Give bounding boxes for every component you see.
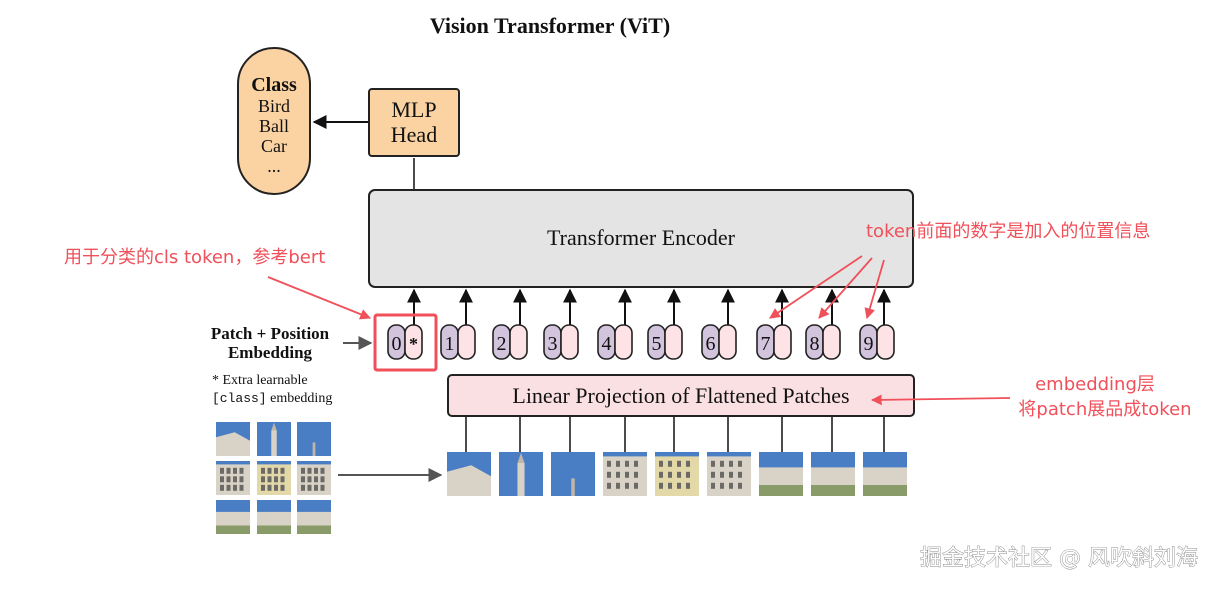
token-position-number: 9 [864,333,874,355]
annotation-position: token前面的数字是加入的位置信息 [866,221,1150,242]
grid-patch-2 [257,422,291,456]
image-patch-8 [811,452,855,496]
grid-patch-5 [257,461,291,495]
mlp-head-line1: MLP [391,97,436,122]
class-item-ball: Ball [259,116,289,136]
grid-patch-8 [257,500,291,534]
transformer-encoder-label: Transformer Encoder [547,225,736,250]
token-position-number: 7 [761,333,771,355]
image-patch-3 [551,452,595,496]
token-4: 4 [597,324,633,360]
token-7: 7 [756,324,792,360]
patch-embedding-cell [876,324,895,360]
watermark: 掘金技术社区 @ 风吹斜刘海 [920,546,1198,571]
image-patch-4 [603,452,647,496]
token-1: 1 [440,324,476,360]
annotation-embedding-arrow [870,394,1011,406]
patch-embedding-cell [822,324,841,360]
token-position-number: 4 [602,333,612,355]
embedding-label-line2: Embedding [228,343,313,362]
token-9: 9 [859,324,895,360]
token-position-number: 1 [445,333,455,355]
grid-patch-7 [216,500,250,534]
image-patch-9 [863,452,907,496]
embedding-label-line1: Patch + Position [211,324,330,343]
token-position-number: 6 [706,333,716,355]
annotation-position-arrow-7 [769,255,863,319]
extra-note-line2: [class] embedding [212,391,332,406]
token-position-number: 0 [392,333,402,355]
token-2: 2 [492,324,528,360]
grid-patch-4 [216,461,250,495]
class-item-car: Car [261,136,287,156]
patch-embedding-cell [664,324,683,360]
grid-patch-9 [297,500,331,534]
grid-patch-3 [297,422,331,456]
mlp-head-box: MLP Head [368,88,460,157]
class-item-ellipsis: ... [267,156,281,176]
annotation-embedding-line1: embedding层 [1035,374,1155,395]
annotation-cls-token: 用于分类的cls token，参考bert [64,247,325,268]
patch-embedding-cell [773,324,792,360]
cls-token-highlight [373,313,438,372]
mlp-head-line2: Head [391,122,437,147]
class-output-box: Class Bird Ball Car ... [237,47,311,195]
patch-embedding-cell [614,324,633,360]
token-position-number: 2 [497,333,507,355]
token-8: 8 [805,324,841,360]
patch-embedding-cell [509,324,528,360]
image-patch-7 [759,452,803,496]
extra-note-code: [class] [212,391,267,406]
image-patch-2 [499,452,543,496]
annotation-position-arrow-8 [818,257,873,319]
source-image-grid [216,422,331,534]
image-patch-1 [447,452,491,496]
token-position-number: 3 [548,333,558,355]
grid-patch-6 [297,461,331,495]
class-heading: Class [251,74,297,96]
image-patch-6 [707,452,751,496]
token-6: 6 [701,324,737,360]
token-0: 0* [387,324,423,360]
flattened-patch-row [447,452,907,496]
linear-projection-box: Linear Projection of Flattened Patches [447,374,915,417]
transformer-encoder-box: Transformer Encoder [368,189,914,288]
token-position-number: 5 [652,333,662,355]
token-3: 3 [543,324,579,360]
annotation-cls-arrow [267,276,372,320]
extra-note-text: embedding [267,391,333,406]
grid-patch-1 [216,422,250,456]
token-to-encoder-arrows [407,288,891,325]
patch-embedding-cell [560,324,579,360]
class-item-bird: Bird [258,96,290,116]
diagram-title: Vision Transformer (ViT) [430,13,670,38]
patch-embedding-cell [457,324,476,360]
patch-to-projection-lines [465,417,885,452]
image-patch-5 [655,452,699,496]
token-position-number: 8 [810,333,820,355]
token-5: 5 [647,324,683,360]
patch-embedding-cell [404,324,423,360]
annotation-embedding-line2: 将patch展品成token [1018,399,1191,420]
extra-note-line1: * Extra learnable [212,373,308,388]
annotation-position-arrow-9 [864,259,885,320]
cls-star-mark: * [409,334,418,354]
linear-projection-label: Linear Projection of Flattened Patches [512,383,849,408]
patch-embedding-cell [718,324,737,360]
